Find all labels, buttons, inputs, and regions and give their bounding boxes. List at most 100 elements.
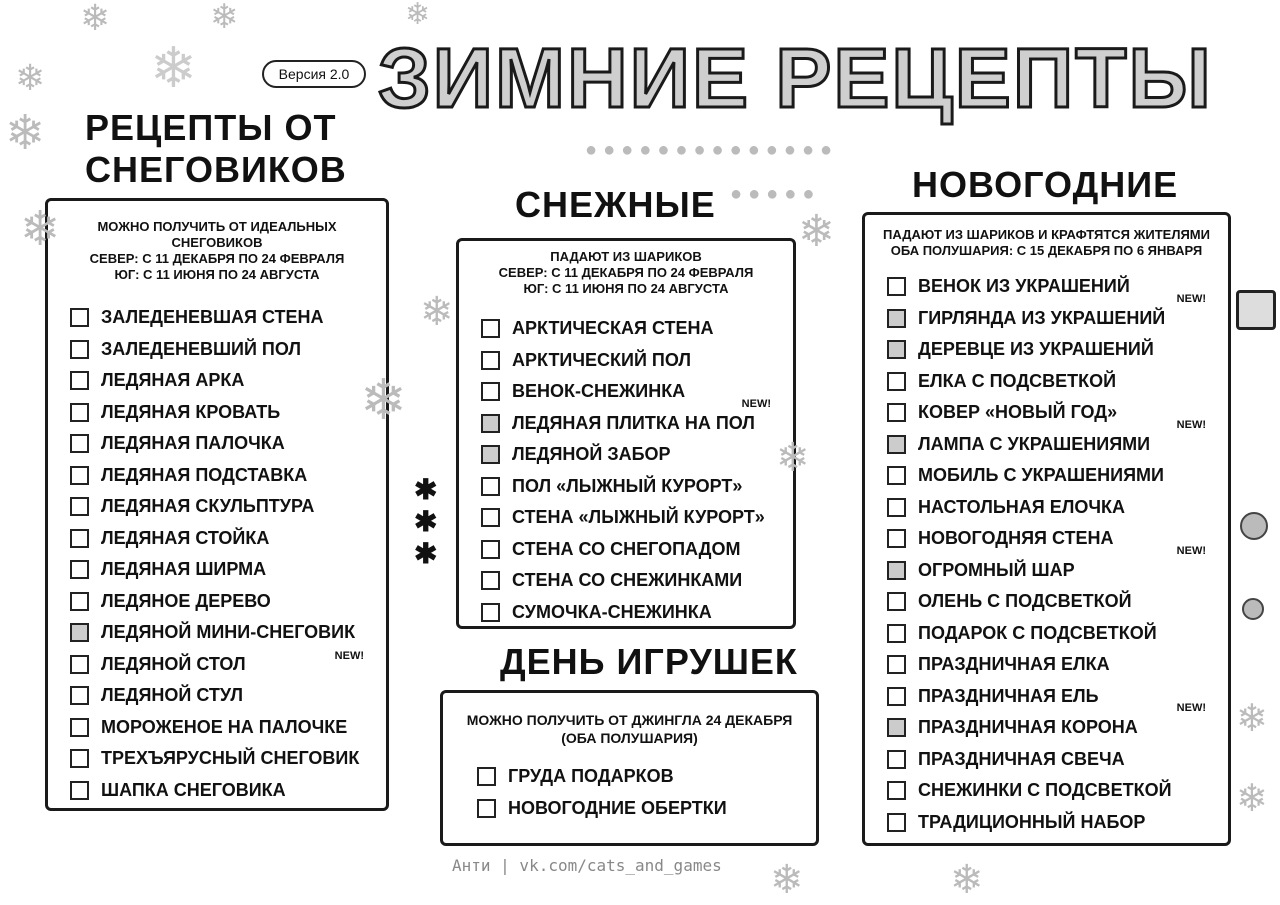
checklist-item[interactable]: ЛЕДЯНАЯ СКУЛЬПТУРА — [48, 491, 386, 523]
checklist-item[interactable]: ЛЕДЯНАЯ ПАЛОЧКА — [48, 428, 386, 460]
checklist-item[interactable]: МОРОЖЕНОЕ НА ПАЛОЧКЕ — [48, 712, 386, 744]
checkbox[interactable] — [887, 466, 906, 486]
checkbox[interactable] — [887, 749, 906, 769]
checklist-item[interactable]: ПОДАРОК С ПОДСВЕТКОЙ — [865, 618, 1228, 650]
checkbox[interactable] — [477, 767, 496, 787]
checklist-item[interactable]: АРКТИЧЕСКАЯ СТЕНА — [459, 313, 793, 345]
checkbox[interactable] — [887, 718, 906, 738]
checklist-item[interactable]: ЛЕДЯНАЯ КРОВАТЬ — [48, 397, 386, 429]
checklist-item[interactable]: ВЕНОК ИЗ УКРАШЕНИЙ — [865, 271, 1228, 303]
snowflake-icon: ❄ — [770, 858, 804, 902]
checklist-item[interactable]: ОЛЕНЬ С ПОДСВЕТКОЙ — [865, 586, 1228, 618]
checkbox[interactable] — [887, 277, 906, 297]
snowmen-heading-2: СНЕГОВИКОВ — [85, 149, 347, 190]
checkbox[interactable] — [481, 319, 500, 339]
checklist-item[interactable]: ЛЕДЯНАЯ ШИРМА — [48, 554, 386, 586]
checkbox[interactable] — [887, 403, 906, 423]
checklist-item[interactable]: СТЕНА СО СНЕЖИНКАМИ — [459, 565, 793, 597]
checkbox[interactable] — [70, 497, 89, 517]
checklist-item[interactable]: НОВОГОДНИЕ ОБЕРТКИ — [455, 793, 816, 825]
checkbox[interactable] — [887, 340, 906, 360]
checklist-item[interactable]: АРКТИЧЕСКИЙ ПОЛ — [459, 345, 793, 377]
desc-line: ЮГ: С 11 ИЮНЯ ПО 24 АВГУСТА — [114, 267, 320, 282]
checkbox[interactable] — [887, 529, 906, 549]
checkbox[interactable] — [887, 497, 906, 517]
checkbox[interactable] — [481, 350, 500, 370]
checklist-item[interactable]: НОВОГОДНЯЯ СТЕНА — [865, 523, 1228, 555]
checkbox[interactable] — [70, 749, 89, 769]
checkbox[interactable] — [70, 686, 89, 706]
checkbox[interactable] — [481, 445, 500, 465]
checkbox[interactable] — [70, 560, 89, 580]
checkbox[interactable] — [481, 602, 500, 622]
checklist-item[interactable]: МОБИЛЬ С УКРАШЕНИЯМИ — [865, 460, 1228, 492]
checkbox[interactable] — [70, 434, 89, 454]
checkbox[interactable] — [887, 623, 906, 643]
checklist-item[interactable]: КОВЕР «НОВЫЙ ГОД» — [865, 397, 1228, 429]
checklist-item[interactable]: ПРАЗДНИЧНАЯ ЕЛЬ — [865, 681, 1228, 713]
checklist-item[interactable]: ЛЕДЯНАЯ ПОДСТАВКА — [48, 460, 386, 492]
checklist-item[interactable]: ДЕРЕВЦЕ ИЗ УКРАШЕНИЙ — [865, 334, 1228, 366]
checkbox[interactable] — [70, 623, 89, 643]
checklist-item[interactable]: ЛЕДЯНОЙ СТОЛ — [48, 649, 386, 681]
item-label: ЛЕДЯНАЯ СКУЛЬПТУРА — [101, 496, 315, 517]
checkbox[interactable] — [481, 476, 500, 496]
checklist-item[interactable]: ЕЛКА С ПОДСВЕТКОЙ — [865, 366, 1228, 398]
checklist-item[interactable]: ПОЛ «ЛЫЖНЫЙ КУРОРТ» — [459, 471, 793, 503]
checklist-item[interactable]: ПРАЗДНИЧНАЯ ЕЛКА — [865, 649, 1228, 681]
checkbox[interactable] — [887, 371, 906, 391]
checkbox[interactable] — [70, 339, 89, 359]
checkbox[interactable] — [481, 413, 500, 433]
checklist-item[interactable]: СТЕНА СО СНЕГОПАДОМ — [459, 534, 793, 566]
checkbox[interactable] — [481, 508, 500, 528]
checklist-item[interactable]: ТРЕХЪЯРУСНЫЙ СНЕГОВИК — [48, 743, 386, 775]
checkbox[interactable] — [887, 812, 906, 832]
checkbox[interactable] — [887, 655, 906, 675]
checkbox[interactable] — [70, 308, 89, 328]
checklist-item[interactable]: ВЕНОК-СНЕЖИНКА — [459, 376, 793, 408]
checkbox[interactable] — [887, 434, 906, 454]
checklist-item[interactable]: ЗАЛЕДЕНЕВШИЙ ПОЛ — [48, 334, 386, 366]
checkbox[interactable] — [481, 382, 500, 402]
checkbox[interactable] — [70, 780, 89, 800]
checkbox[interactable] — [477, 798, 496, 818]
checklist-item[interactable]: СТЕНА «ЛЫЖНЫЙ КУРОРТ» — [459, 502, 793, 534]
checklist-item[interactable]: НАСТОЛЬНАЯ ЕЛОЧКА — [865, 492, 1228, 524]
checkbox[interactable] — [70, 591, 89, 611]
checklist-item[interactable]: СУМОЧКА-СНЕЖИНКА — [459, 597, 793, 629]
checkbox[interactable] — [70, 528, 89, 548]
checklist-item[interactable]: ЛЕДЯНАЯ СТОЙКА — [48, 523, 386, 555]
checkbox[interactable] — [887, 781, 906, 801]
checkbox[interactable] — [70, 465, 89, 485]
checklist-item[interactable]: ПРАЗДНИЧНАЯ СВЕЧА — [865, 744, 1228, 776]
checkbox[interactable] — [70, 717, 89, 737]
snowflake-icon: ❄ — [1236, 778, 1268, 820]
checklist-item[interactable]: ЛЕДЯНАЯ АРКА — [48, 365, 386, 397]
checklist-item[interactable]: ЛЕДЯНОЕ ДЕРЕВО — [48, 586, 386, 618]
checkbox[interactable] — [481, 571, 500, 591]
checkbox[interactable] — [887, 686, 906, 706]
checklist-item[interactable]: СНЕЖИНКИ С ПОДСВЕТКОЙ — [865, 775, 1228, 807]
checkbox[interactable] — [481, 539, 500, 559]
checkbox[interactable] — [887, 592, 906, 612]
checklist-item[interactable]: ШАПКА СНЕГОВИКА — [48, 775, 386, 807]
checklist-item[interactable]: ЛЕДЯНОЙ ЗАБОР — [459, 439, 793, 471]
checklist-item[interactable]: ЛЕДЯНОЙ СТУЛ — [48, 680, 386, 712]
checkbox[interactable] — [70, 371, 89, 391]
new-year-box: ПАДАЮТ ИЗ ШАРИКОВ И КРАФТЯТСЯ ЖИТЕЛЯМИ О… — [862, 212, 1231, 846]
checkbox[interactable] — [887, 560, 906, 580]
checkbox[interactable] — [887, 308, 906, 328]
checklist-item[interactable]: ЗАЛЕДЕНЕВШАЯ СТЕНА — [48, 302, 386, 334]
checklist-item[interactable]: ТРАДИЦИОННЫЙ НАБОР — [865, 807, 1228, 839]
checkbox[interactable] — [70, 402, 89, 422]
checklist-item[interactable]: ГРУДА ПОДАРКОВ — [455, 761, 816, 793]
checkbox[interactable] — [70, 654, 89, 674]
